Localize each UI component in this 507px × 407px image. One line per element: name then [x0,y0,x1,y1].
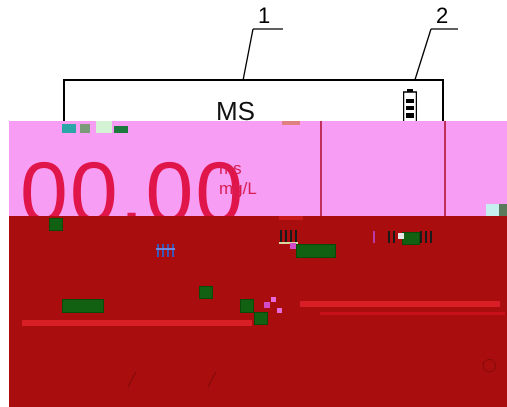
artifact-speck [290,243,296,249]
red-streak [300,301,500,307]
panel-divider-right [444,121,446,218]
artifact-speck [271,297,276,302]
artifact-block [62,124,76,133]
artifact-speck [264,302,270,308]
tick-cluster [279,230,298,244]
unit-primary: ms [219,159,242,178]
artifact-speck [277,308,282,313]
red-streak [320,312,505,315]
tick-cluster [156,244,175,257]
tick-cluster [373,231,432,243]
artifact-block [499,204,507,216]
battery-icon [403,89,417,124]
faint-shape: ╱ [128,372,136,387]
faint-shape: ◯ [482,357,497,372]
minus-icon [282,121,300,125]
green-block [49,218,63,231]
callout-number-1: 1 [258,3,271,28]
leader-line-2-diagonal [412,28,432,87]
artifact-block [486,204,500,216]
artifact-block [96,121,112,133]
green-block [62,299,104,313]
panel-divider-left [320,121,322,218]
faint-shape: ╱ [208,372,216,387]
green-block [199,286,213,299]
unit-secondary: mg/L [219,179,257,198]
mode-label: MS [216,96,255,126]
green-block [296,244,336,258]
green-block [254,312,268,325]
red-overlap-strip [279,216,303,220]
red-streak [22,320,252,326]
green-block [240,299,254,313]
pink-display-panel [9,121,507,218]
artifact-block [114,126,128,133]
callout-number-2: 2 [436,3,449,28]
artifact-block [80,124,90,133]
